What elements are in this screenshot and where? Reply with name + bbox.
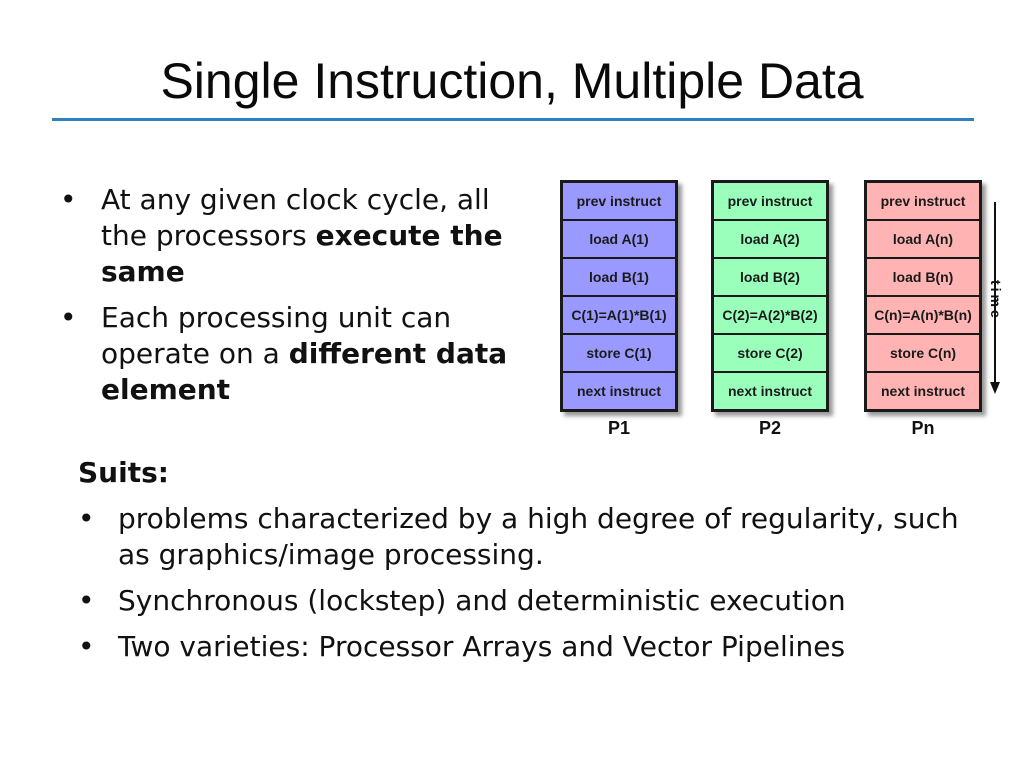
instruction-stack: prev instruct load A(2) load B(2) C(2)=A… [711, 180, 829, 412]
bullet-dot-icon: • [60, 183, 77, 216]
instruction-cell: load B(2) [714, 259, 826, 297]
bullet-emphasis: execute the same [101, 219, 503, 288]
instruction-cell: store C(2) [714, 335, 826, 373]
simd-diagram: prev instruct load A(1) load B(1) C(1)=A… [552, 180, 1022, 450]
processor-label: P2 [758, 418, 782, 438]
bullet-dot-icon: • [78, 502, 95, 535]
time-axis-label: time [988, 280, 1004, 321]
instruction-cell: load A(1) [563, 221, 675, 259]
instruction-cell: next instruct [714, 373, 826, 409]
instruction-cell: load A(2) [714, 221, 826, 259]
instruction-cell: prev instruct [563, 183, 675, 221]
instruction-cell: next instruct [867, 373, 979, 409]
bullet-item: • At any given clock cycle, all the proc… [60, 182, 540, 290]
processor-label: Pn [911, 418, 935, 438]
instruction-cell: C(2)=A(2)*B(2) [714, 297, 826, 335]
instruction-cell: store C(1) [563, 335, 675, 373]
bullet-dot-icon: • [60, 301, 77, 334]
time-arrow-shaft [994, 202, 996, 386]
bullet-text: Each processing unit can operate on a [101, 301, 452, 370]
processor-column-p2: prev instruct load A(2) load B(2) C(2)=A… [711, 180, 829, 439]
instruction-stack: prev instruct load A(n) load B(n) C(n)=A… [864, 180, 982, 412]
suits-item-text: problems characterized by a high degree … [118, 502, 959, 571]
instruction-cell: C(1)=A(1)*B(1) [563, 297, 675, 335]
bullet-item: • Each processing unit can operate on a … [60, 300, 540, 408]
instruction-cell: prev instruct [714, 183, 826, 221]
instruction-cell: store C(n) [867, 335, 979, 373]
processor-column-pn: prev instruct load A(n) load B(n) C(n)=A… [864, 180, 982, 439]
bullet-dot-icon: • [78, 584, 95, 617]
bullet-emphasis: different data element [101, 337, 508, 406]
instruction-cell: load A(n) [867, 221, 979, 259]
instruction-cell: prev instruct [867, 183, 979, 221]
instruction-cell: load B(n) [867, 259, 979, 297]
instruction-cell: load B(1) [563, 259, 675, 297]
time-arrow-icon [990, 202, 1000, 394]
suits-heading: Suits: [78, 456, 169, 489]
suits-item-text: Two varieties: Processor Arrays and Vect… [118, 630, 846, 663]
bullet-text: At any given clock cycle, all the proces… [101, 183, 490, 252]
slide-title: Single Instruction, Multiple Data [160, 53, 864, 109]
suits-section: Suits: • problems characterized by a hig… [78, 455, 998, 675]
time-arrow-head [990, 382, 1000, 394]
title-divider [52, 118, 974, 121]
instruction-stack: prev instruct load A(1) load B(1) C(1)=A… [560, 180, 678, 412]
suits-item-text: Synchronous (lockstep) and deterministic… [118, 584, 846, 617]
suits-item: • problems characterized by a high degre… [78, 501, 998, 573]
suits-item: • Two varieties: Processor Arrays and Ve… [78, 629, 998, 665]
instruction-cell: next instruct [563, 373, 675, 409]
intro-bullet-list: • At any given clock cycle, all the proc… [60, 182, 540, 418]
bullet-dot-icon: • [78, 630, 95, 663]
suits-item: • Synchronous (lockstep) and determinist… [78, 583, 998, 619]
processor-label: P1 [607, 418, 631, 438]
instruction-cell: C(n)=A(n)*B(n) [867, 297, 979, 335]
processor-column-p1: prev instruct load A(1) load B(1) C(1)=A… [560, 180, 678, 439]
